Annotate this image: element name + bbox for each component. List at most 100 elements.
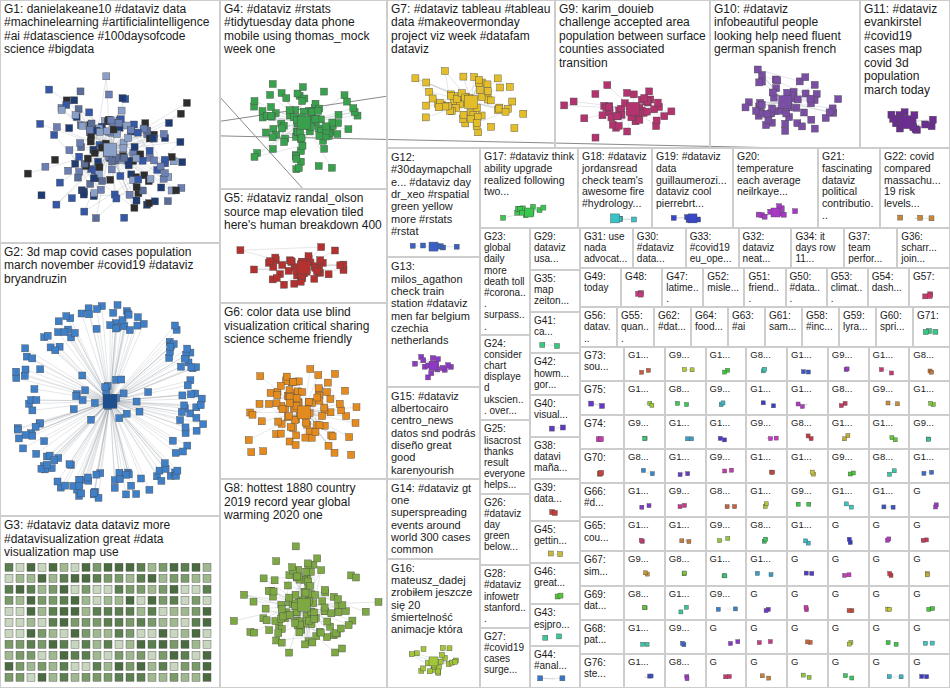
- vertex-icon: [159, 630, 167, 638]
- internal-link: [304, 122, 331, 131]
- vertex-icon: [334, 131, 341, 138]
- internal-link: [304, 605, 306, 645]
- vertex-icon: [293, 395, 300, 402]
- vertex-icon: [5, 586, 13, 594]
- internal-link: [304, 605, 343, 606]
- internal-link: [110, 149, 116, 198]
- internal-link: [415, 364, 434, 366]
- internal-link: [460, 102, 471, 105]
- vertex-icon: [322, 589, 329, 596]
- vertex-icon: [311, 616, 318, 623]
- vertex-icon: [277, 383, 284, 390]
- vertex-icon: [315, 269, 322, 276]
- internal-link: [442, 102, 471, 105]
- vertex-icon: [193, 403, 200, 410]
- vertex-icon: [38, 575, 46, 583]
- vertex-icon: [782, 120, 789, 127]
- vertex-icon: [130, 157, 137, 164]
- internal-link: [789, 99, 798, 117]
- vertex-icon: [162, 135, 169, 142]
- internal-link: [110, 317, 138, 401]
- vertex-icon: [284, 393, 291, 400]
- vertex-icon: [293, 609, 300, 616]
- vertex-icon: [63, 312, 70, 319]
- connector: [220, 136, 785, 148]
- vertex-icon: [338, 407, 345, 414]
- vertex-icon: [286, 599, 293, 606]
- vertex-icon: [91, 167, 98, 174]
- vertex-icon: [520, 210, 525, 215]
- internal-link: [503, 213, 529, 218]
- vertex-icon: [71, 619, 79, 627]
- internal-link: [426, 102, 471, 106]
- internal-link: [51, 347, 110, 401]
- vertex-icon: [65, 167, 72, 174]
- vertex-icon: [461, 99, 468, 106]
- internal-link: [304, 112, 355, 122]
- vertex-icon: [115, 564, 123, 572]
- vertex-icon: [48, 464, 55, 471]
- internal-link: [527, 212, 529, 213]
- vertex-icon: [614, 113, 621, 120]
- vertex-icon: [290, 379, 297, 386]
- vertex-icon: [299, 389, 306, 396]
- vertex-icon: [604, 82, 611, 89]
- vertex-icon: [307, 583, 314, 590]
- vertex-icon: [49, 674, 57, 682]
- vertex-icon: [456, 101, 463, 108]
- internal-link: [331, 126, 333, 132]
- vertex-icon: [49, 597, 57, 605]
- vertex-icon: [537, 208, 542, 213]
- internal-link: [304, 413, 323, 417]
- internal-link: [99, 149, 110, 167]
- internal-link: [426, 102, 471, 118]
- internal-link: [277, 404, 304, 413]
- internal-link: [471, 84, 488, 102]
- vertex-icon: [182, 424, 189, 431]
- internal-link: [299, 577, 304, 605]
- vertex-icon: [307, 591, 314, 598]
- vertex-icon: [90, 125, 97, 132]
- vertex-icon: [345, 126, 352, 133]
- vertex-icon: [173, 187, 180, 194]
- vertex-icon: [268, 113, 275, 120]
- internal-link: [288, 406, 297, 417]
- internal-link: [428, 367, 451, 378]
- internal-link: [40, 124, 110, 149]
- internal-link: [298, 94, 304, 123]
- vertex-icon: [337, 262, 344, 269]
- vertex-icon: [299, 84, 306, 91]
- vertex-icon: [928, 123, 935, 130]
- internal-link: [110, 123, 145, 149]
- vertex-icon: [178, 408, 185, 415]
- internal-link: [110, 400, 137, 401]
- internal-link: [304, 605, 316, 618]
- vertex-icon: [245, 437, 252, 444]
- vertex-icon: [501, 215, 506, 220]
- vertex-icon: [478, 94, 485, 101]
- vertex-icon: [293, 609, 300, 616]
- vertex-icon: [250, 598, 257, 605]
- vertex-icon: [16, 630, 24, 638]
- group-label: G3: #dataviz data dataviz more #datavisu…: [4, 519, 216, 559]
- internal-link: [304, 251, 336, 268]
- group-label: G17: #dataviz think ability upgrade real…: [484, 151, 574, 198]
- vertex-icon: [118, 107, 125, 114]
- internal-link: [99, 128, 110, 149]
- internal-link: [438, 648, 443, 673]
- vertex-icon: [125, 162, 132, 169]
- vertex-icon: [826, 109, 833, 116]
- internal-link: [108, 386, 110, 401]
- vertex-icon: [96, 142, 103, 149]
- vertex-icon: [429, 242, 438, 251]
- internal-link: [295, 623, 321, 633]
- vertex-icon: [103, 388, 110, 395]
- vertex-icon: [109, 158, 116, 165]
- vertex-icon: [783, 110, 790, 117]
- internal-link: [304, 109, 320, 123]
- internal-link: [284, 268, 304, 286]
- vertex-icon: [835, 96, 842, 103]
- vertex-icon: [323, 127, 330, 134]
- internal-link: [304, 108, 354, 122]
